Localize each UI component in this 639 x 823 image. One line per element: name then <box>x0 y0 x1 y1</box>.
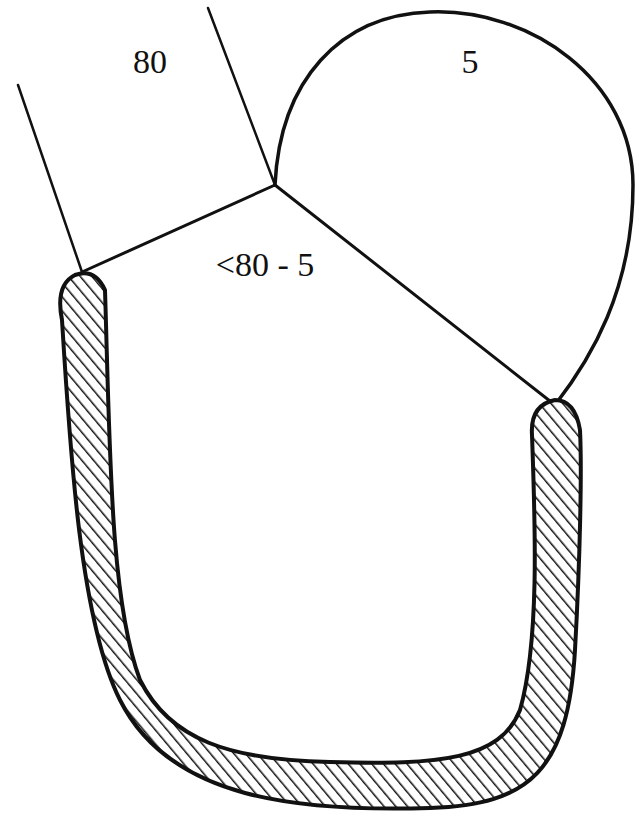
atrium-outline <box>275 12 633 405</box>
aorta-wall <box>208 8 275 185</box>
atrium-pressure: 5 <box>462 45 479 79</box>
aorta-wall <box>18 85 82 272</box>
ventricle-pressure: <80 - 5 <box>216 248 315 282</box>
aorta-pressure: 80 <box>133 45 167 79</box>
mitral-valve <box>275 185 555 405</box>
ventricle-wall <box>60 273 581 808</box>
